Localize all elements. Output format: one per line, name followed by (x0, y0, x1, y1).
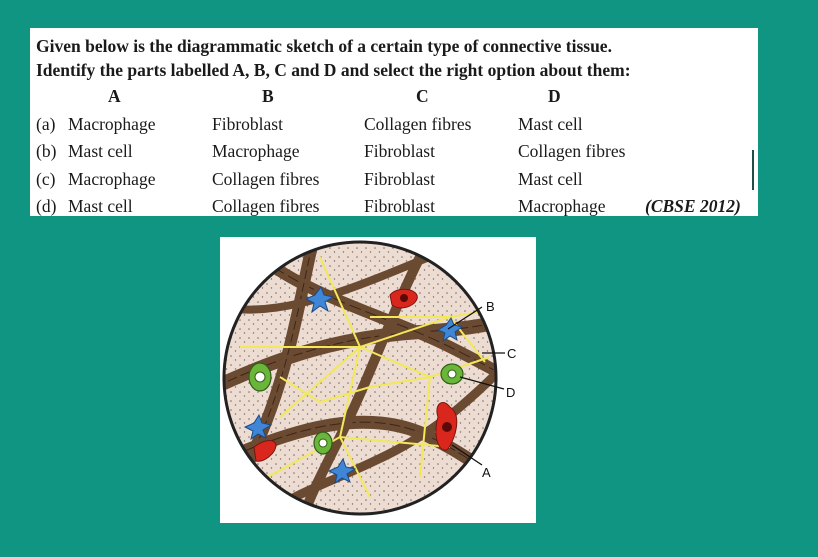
fibroblast-green-1 (248, 362, 272, 392)
options-header-row: A B C D (30, 86, 758, 114)
option-row-b[interactable]: (b) Mast cell Macrophage Fibroblast Coll… (30, 141, 758, 169)
label-d: D (506, 385, 515, 400)
mast-cell-red-2 (435, 402, 458, 451)
source-citation: (CBSE 2012) (645, 196, 741, 216)
label-pointers (447, 306, 505, 466)
option-cell-c: Fibroblast (364, 196, 435, 216)
option-key: (c) (36, 168, 56, 189)
option-cell-a: Macrophage (68, 113, 156, 134)
option-cell-c: Fibroblast (364, 168, 435, 189)
fibroblast-green-3 (313, 431, 333, 455)
field-outline (222, 240, 498, 516)
mast-cell-red-3 (253, 440, 277, 462)
macrophage-cells (243, 285, 464, 485)
option-cell-d: Mast cell (518, 168, 583, 189)
option-cell-d: Macrophage (518, 196, 606, 216)
option-cell-c: Collagen fibres (364, 113, 472, 134)
option-cell-d: Collagen fibres (518, 141, 626, 161)
option-cell-b: Macrophage (212, 141, 300, 161)
options-table: A B C D (a) Macrophage Fibroblast Collag… (30, 86, 758, 224)
option-cell-d: Mast cell (518, 113, 583, 134)
tissue-diagram: B C D A (220, 237, 536, 523)
header-d: D (548, 86, 561, 106)
option-cell-a: Macrophage (68, 168, 156, 189)
option-key: (b) (36, 141, 57, 161)
option-key: (d) (36, 196, 57, 216)
label-a: A (482, 465, 491, 480)
option-cell-c: Fibroblast (364, 141, 435, 161)
header-c: C (416, 86, 429, 106)
edge-mark (752, 150, 754, 190)
option-key: (a) (36, 113, 56, 134)
option-cell-b: Collagen fibres (212, 196, 320, 216)
header-b: B (262, 86, 274, 106)
mast-cell-red-1 (389, 288, 418, 309)
option-row-d[interactable]: (d) Mast cell Collagen fibres Fibroblast… (30, 196, 758, 224)
header-a: A (108, 86, 121, 106)
label-c: C (507, 346, 516, 361)
option-cell-b: Fibroblast (212, 113, 283, 134)
option-cell-a: Mast cell (68, 141, 133, 161)
option-row-a[interactable]: (a) Macrophage Fibroblast Collagen fibre… (30, 114, 758, 142)
option-row-c[interactable]: (c) Macrophage Collagen fibres Fibroblas… (30, 169, 758, 197)
tissue-diagram-svg: B C D A (222, 240, 516, 516)
question-card: Given below is the diagrammatic sketch o… (30, 28, 758, 216)
option-cell-a: Mast cell (68, 196, 133, 216)
label-b: B (486, 299, 495, 314)
option-cell-b: Collagen fibres (212, 168, 320, 189)
question-line-1: Given below is the diagrammatic sketch o… (36, 36, 612, 56)
question-line-2: Identify the parts labelled A, B, C and … (36, 60, 631, 80)
fibroblast-green-2 (440, 363, 464, 385)
